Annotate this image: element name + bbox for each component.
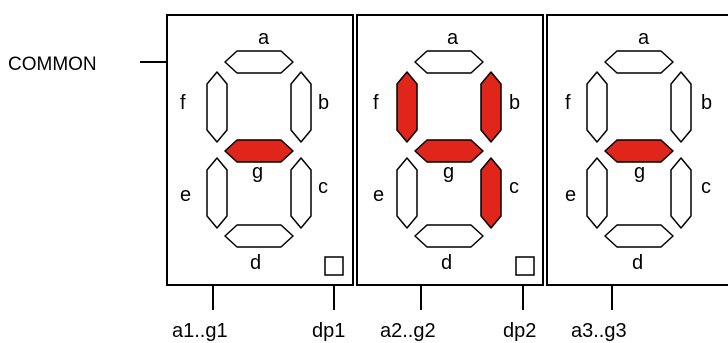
digit-2-segment-pins-label: a2..g2: [380, 320, 436, 342]
digit-2-label-f: f: [373, 92, 379, 114]
digit-2-label-d: d: [441, 252, 452, 274]
digit-3-segment-b-unlit: [670, 71, 692, 143]
digit-3-segment-c-unlit: [670, 157, 692, 229]
digit-1-decimal-point: [324, 256, 344, 276]
digit-2-segment-b-lit: [480, 71, 502, 143]
digit-3-segment-e-unlit: [586, 157, 608, 229]
digit-1-label-b: b: [318, 92, 329, 114]
digit-1-label-a: a: [258, 27, 270, 49]
digit-1-segment-d-unlit: [224, 224, 294, 248]
digit-1-segment-g-lit: [224, 139, 294, 163]
digit-3-segment-d-unlit: [604, 224, 674, 248]
digit-1-label-f: f: [180, 92, 186, 114]
digit-2-dp-pin-label: dp2: [503, 320, 536, 342]
digit-2-label-c: c: [509, 176, 519, 198]
digit-2-segment-c-lit: [480, 157, 502, 229]
digit-1-dp-pin-label: dp1: [312, 320, 345, 342]
digit-1-label-e: e: [180, 184, 191, 206]
digit-1-segment-a-unlit: [224, 50, 294, 74]
digit-2-segment-a-unlit: [414, 50, 484, 74]
digit-2-segment-d-unlit: [414, 224, 484, 248]
digit-1-segment-e-unlit: [206, 157, 228, 229]
digit-1-label-d: d: [250, 252, 261, 274]
digit-3-label-c: c: [701, 176, 711, 198]
digit-3-label-f: f: [565, 92, 571, 114]
digit-2-decimal-point: [515, 256, 535, 276]
digit-2-segment-f-lit: [396, 71, 418, 143]
digit-1: a f b g e c d a1..g1 dp1: [166, 14, 354, 342]
common-label: COMMON: [8, 54, 97, 75]
digit-3-label-e: e: [565, 184, 576, 206]
digit-1-segment-f-unlit: [206, 71, 228, 143]
digit-2-label-b: b: [509, 92, 520, 114]
digit-1-segment-c-unlit: [290, 157, 312, 229]
digit-2-segment-e-unlit: [396, 157, 418, 229]
digit-2: a f b g e c d a2..g2 dp2: [356, 14, 544, 342]
digit-2-segment-g-lit: [414, 139, 484, 163]
digit-3: a f b g e c d a3..g3: [546, 14, 728, 342]
digit-1-label-g: g: [252, 161, 263, 183]
digit-1-label-c: c: [318, 176, 328, 198]
digit-2-label-a: a: [447, 27, 459, 49]
digit-3-label-g: g: [634, 161, 645, 183]
digit-2-label-e: e: [373, 184, 384, 206]
digit-3-label-b: b: [701, 92, 712, 114]
digit-1-segment-b-unlit: [290, 71, 312, 143]
digit-3-segment-a-unlit: [604, 50, 674, 74]
digit-2-label-g: g: [443, 161, 454, 183]
digit-3-label-a: a: [638, 27, 650, 49]
digit-1-segment-pins-label: a1..g1: [172, 320, 228, 342]
digit-3-segment-pins-label: a3..g3: [571, 320, 627, 342]
digit-3-segment-f-unlit: [586, 71, 608, 143]
digit-1-segments: [206, 50, 312, 248]
digit-3-segments: [586, 50, 692, 248]
digit-2-segments: [396, 50, 502, 248]
digit-3-segment-g-lit: [604, 139, 674, 163]
digit-3-label-d: d: [632, 252, 643, 274]
